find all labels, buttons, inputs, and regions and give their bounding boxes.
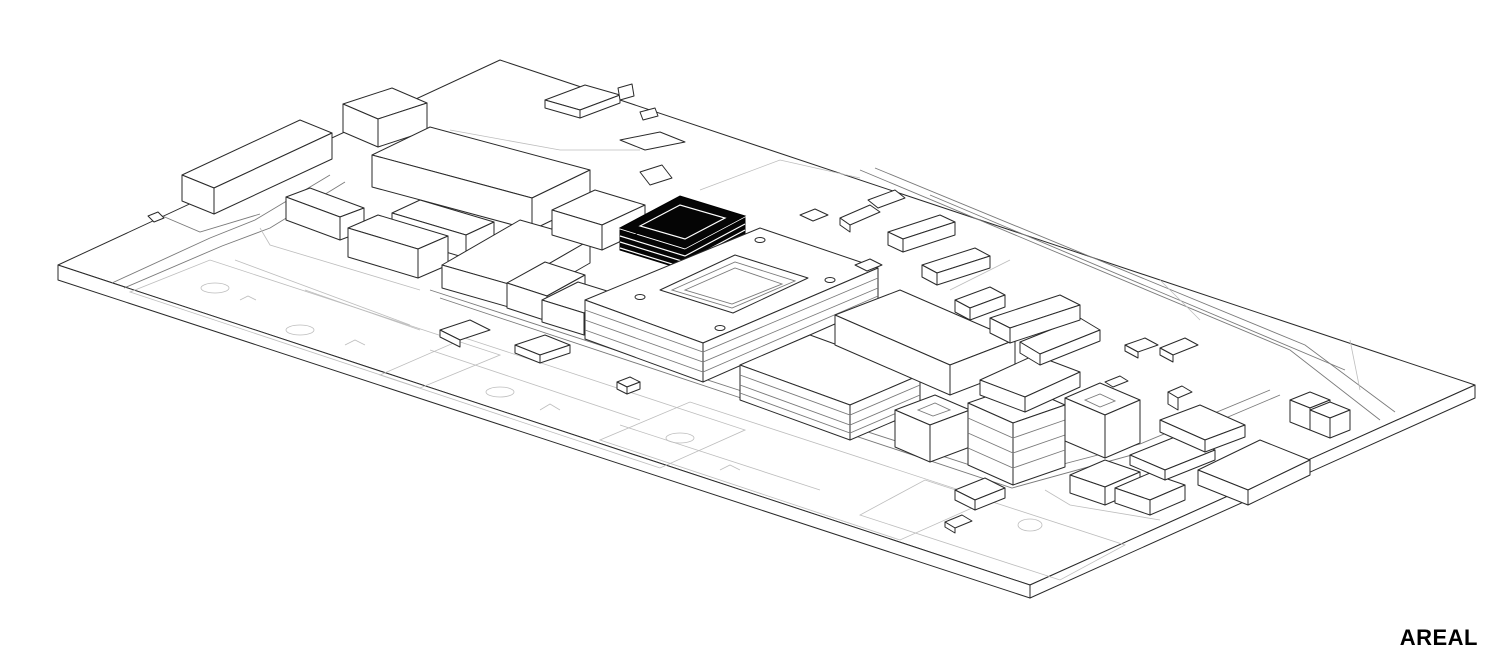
buildings-left-cluster [147,83,686,336]
buildings-lower-right [1069,385,1351,516]
drawing-title: AREAL [1399,625,1478,650]
sports-fields [128,259,1127,581]
central-stadium [584,227,879,383]
buildings-upper-right [799,189,1199,363]
terrain-lines [449,129,1361,391]
buildings-right-center [739,289,1141,486]
small-structures [439,319,1129,534]
